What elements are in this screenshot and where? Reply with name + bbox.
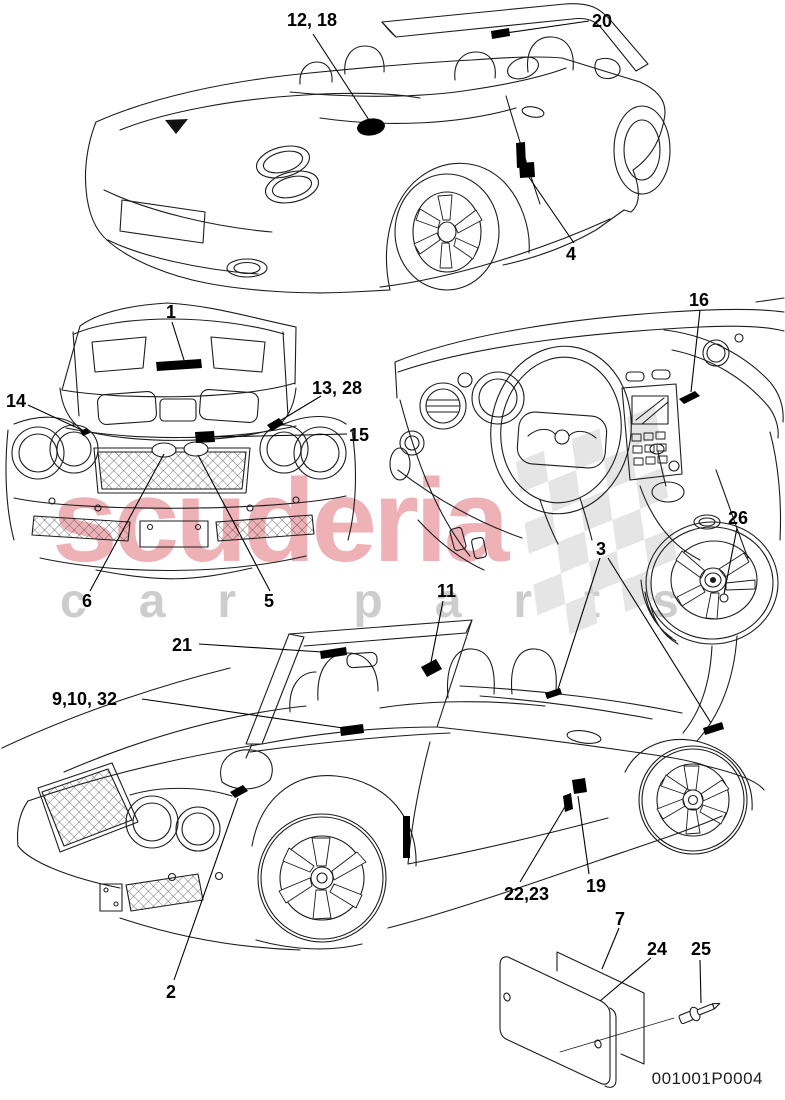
callout-11: 11 bbox=[437, 581, 457, 601]
callout-7: 7 bbox=[615, 909, 626, 929]
callout-9-10-32: 9,10, 32 bbox=[52, 689, 118, 709]
callout-21: 21 bbox=[172, 635, 193, 655]
callout-6: 6 bbox=[82, 591, 93, 611]
callout-24: 24 bbox=[647, 939, 668, 959]
callout-26: 26 bbox=[728, 508, 749, 528]
callout-1: 1 bbox=[166, 302, 177, 322]
part-location-markers bbox=[80, 28, 724, 858]
leader-lines bbox=[27, 20, 738, 1004]
bottom-car-illustration bbox=[1, 619, 765, 951]
plate-assembly-illustration bbox=[499, 951, 721, 1088]
callout-2: 2 bbox=[166, 982, 177, 1002]
checkered-flag-watermark bbox=[516, 405, 677, 635]
diagram-part-number: 001001P0004 bbox=[651, 1069, 763, 1088]
callout-19: 19 bbox=[586, 876, 607, 896]
callout-13-28: 13, 28 bbox=[312, 378, 363, 398]
callout-14: 14 bbox=[6, 391, 27, 411]
callout-22-23: 22,23 bbox=[504, 884, 550, 904]
spare-wheel-illustration bbox=[640, 521, 779, 742]
callout-15: 15 bbox=[349, 425, 370, 445]
callout-12-18: 12, 18 bbox=[287, 10, 338, 30]
callout-25: 25 bbox=[691, 939, 712, 959]
top-car-illustration bbox=[84, 3, 671, 294]
callout-16: 16 bbox=[689, 290, 710, 310]
dashboard-illustration bbox=[389, 297, 785, 571]
callout-20: 20 bbox=[592, 11, 613, 31]
front-view-illustration bbox=[5, 302, 357, 580]
callout-4: 4 bbox=[566, 244, 577, 264]
callout-3: 3 bbox=[596, 539, 607, 559]
callout-5: 5 bbox=[264, 591, 275, 611]
